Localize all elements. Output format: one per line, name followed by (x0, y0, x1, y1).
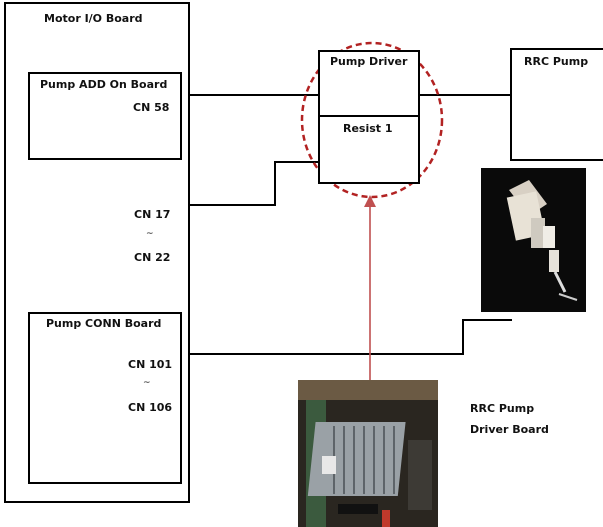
cn-start-label: CN 17 (134, 208, 170, 221)
cn-range-separator: ~ (146, 229, 154, 239)
pump-driver-title: Pump Driver (330, 55, 407, 68)
driver-board-label-line2: Driver Board (470, 423, 549, 436)
pump-add-on-connector: CN 58 (133, 101, 169, 114)
pump-conn-separator: ~ (143, 378, 151, 388)
wire-cn101-rrc-pump (190, 320, 512, 354)
wire-cn17-resist1 (190, 162, 320, 205)
pump-conn-board (28, 312, 182, 484)
pump-image (481, 168, 586, 312)
driver-board-image (298, 380, 438, 527)
driver-board-photo (298, 380, 438, 527)
motor-io-board-title: Motor I/O Board (44, 12, 143, 25)
cn-end-label: CN 22 (134, 251, 170, 264)
pump-conn-connector-end: CN 106 (128, 401, 172, 414)
rrc-pump-title: RRC Pump (524, 55, 588, 68)
driver-board-label-line1: RRC Pump (470, 402, 534, 415)
pump-driver-box (318, 50, 420, 184)
pump-conn-connector-start: CN 101 (128, 358, 172, 371)
pump-conn-board-title: Pump CONN Board (46, 317, 161, 330)
rrc-pump-photo (481, 168, 586, 312)
pump-driver-divider (318, 115, 420, 117)
pump-add-on-board-title: Pump ADD On Board (40, 78, 167, 91)
resist-label: Resist 1 (343, 122, 393, 135)
